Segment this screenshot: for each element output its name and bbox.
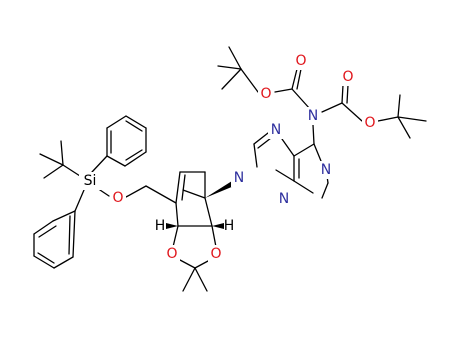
bond <box>221 68 242 90</box>
bond <box>182 267 196 292</box>
bond <box>313 143 322 162</box>
bond <box>291 68 298 90</box>
bond <box>257 137 272 149</box>
bond <box>33 255 55 269</box>
bond <box>182 189 206 199</box>
bond <box>346 84 349 104</box>
wedge-bond <box>205 181 234 198</box>
bond <box>341 84 344 104</box>
bond <box>321 102 343 113</box>
bond <box>293 180 314 194</box>
atom-n-purine-3: N <box>279 191 289 207</box>
atom-n-purine-9: N <box>234 170 244 186</box>
bond <box>321 182 329 199</box>
atom-o-silyl-ether: O <box>112 190 123 206</box>
bond <box>397 94 401 118</box>
bond <box>125 185 147 198</box>
bond <box>291 88 311 110</box>
bond <box>39 153 64 166</box>
atom-n-purine-7: N <box>271 122 281 138</box>
bond <box>274 88 293 93</box>
bond <box>33 220 54 235</box>
bond <box>211 225 217 248</box>
atom-o-acetonide-left: O <box>166 246 177 262</box>
bond <box>296 68 302 90</box>
atom-h-right: H <box>224 218 235 234</box>
bond <box>397 116 411 139</box>
bond <box>175 202 179 227</box>
bond <box>37 252 55 264</box>
bond <box>106 155 126 167</box>
bond <box>397 116 427 122</box>
atom-o-carbonyl-right: O <box>342 69 353 85</box>
bond <box>312 124 315 145</box>
bond <box>74 189 85 212</box>
bond <box>124 151 147 167</box>
bond <box>281 138 295 157</box>
bond <box>377 116 399 122</box>
bond <box>91 155 108 173</box>
atom-o-acetonide-right: O <box>210 246 221 262</box>
bond <box>228 46 242 70</box>
bond <box>62 164 81 177</box>
wedge-bond <box>212 223 224 229</box>
atom-n-purine-1: N <box>321 162 331 178</box>
bond <box>253 143 258 168</box>
bond <box>275 169 295 182</box>
bond <box>68 215 71 255</box>
wedge-bond <box>166 223 178 229</box>
bond <box>145 185 177 204</box>
atom-label-layer: O O N O O N N N N Si O H H O O <box>79 52 378 263</box>
bond <box>125 115 147 129</box>
atom-h-left: H <box>155 218 166 234</box>
bond <box>253 132 269 145</box>
bond <box>172 225 179 248</box>
bond <box>240 68 259 93</box>
bond <box>72 210 76 258</box>
bond <box>53 256 74 269</box>
bond <box>204 197 213 227</box>
bond <box>341 102 363 122</box>
bond <box>293 143 315 157</box>
atom-o-ester-left: O <box>260 86 271 102</box>
bond <box>175 171 181 204</box>
bond <box>181 174 186 201</box>
atom-o-carbonyl-left: O <box>295 53 306 69</box>
atom-si: Si <box>84 173 97 189</box>
atom-n-boc: N <box>308 108 318 124</box>
bond <box>38 225 57 238</box>
bond <box>217 65 242 70</box>
atom-o-ester-right: O <box>364 115 375 131</box>
bond <box>194 267 208 292</box>
bond <box>179 259 196 269</box>
bond <box>106 115 127 129</box>
bond <box>125 149 143 161</box>
bond-layer <box>33 46 427 292</box>
bond <box>194 260 209 269</box>
bond <box>60 140 64 166</box>
bond <box>43 164 64 179</box>
bond <box>52 210 76 222</box>
bond <box>125 120 143 132</box>
